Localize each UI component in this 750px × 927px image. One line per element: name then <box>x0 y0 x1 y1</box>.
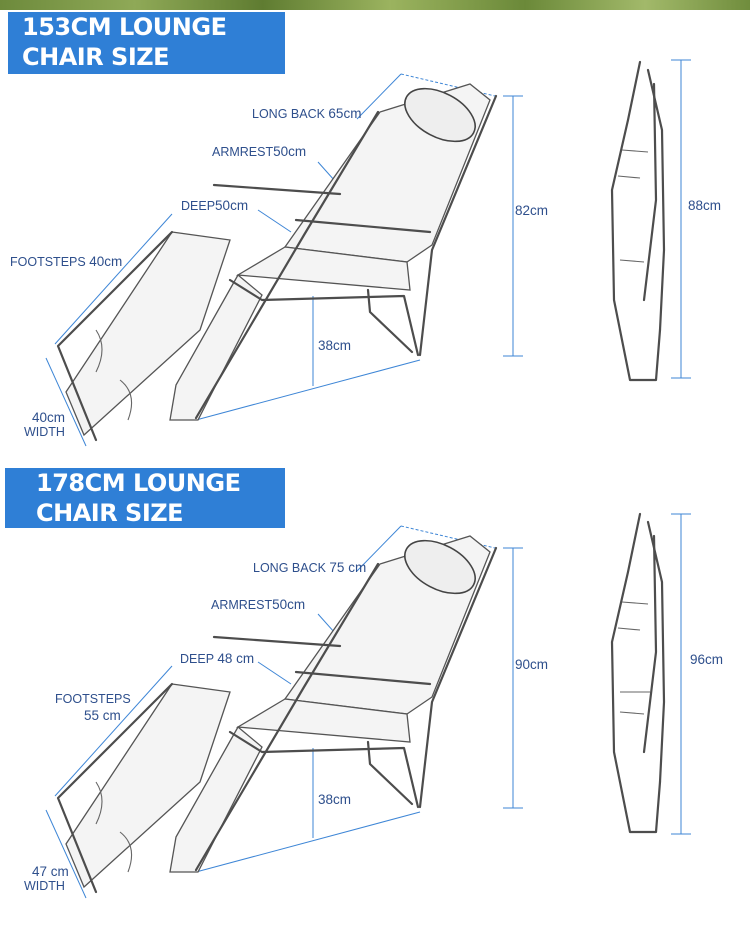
chair-seat <box>235 698 411 743</box>
banner-line-2: CHAIR SIZE <box>22 43 170 71</box>
seat-height-label: 38cm <box>318 792 352 807</box>
head-pillow-icon <box>404 539 476 595</box>
deep-label: DEEP50cm <box>181 198 249 213</box>
armrest-label: ARMREST50cm <box>212 144 307 159</box>
footsteps-dimension <box>54 213 173 345</box>
folded-height-label: 96cm <box>690 652 724 667</box>
chair-leg-rest <box>169 274 263 421</box>
ground-line <box>195 359 421 421</box>
width-label: WIDTH <box>24 425 65 439</box>
deep-label: DEEP 48 cm <box>180 651 255 666</box>
head-pillow-icon <box>404 87 476 143</box>
width-dimension <box>45 357 87 447</box>
width-value-label: 47 cm <box>32 864 69 879</box>
lounge-chair-folded-icon <box>610 59 691 382</box>
footsteps-value-label: 55 cm <box>84 708 121 723</box>
banner-line-2: CHAIR SIZE <box>36 499 184 527</box>
back-height-label: 82cm <box>515 203 549 218</box>
footsteps-dimension <box>54 665 173 797</box>
armrest-dimension <box>317 613 344 643</box>
width-value-label: 40cm <box>32 410 66 425</box>
chair-footrest <box>65 231 231 437</box>
long-back-dimension <box>356 73 402 120</box>
chair-leg-rest <box>169 726 263 873</box>
deep-dimension <box>257 209 292 233</box>
armrest-label: ARMREST50cm <box>211 597 306 612</box>
section-banner: 153CM LOUNGE CHAIR SIZE <box>8 12 285 74</box>
folded-height-label: 88cm <box>688 198 722 213</box>
long-back-label: LONG BACK 75 cm <box>253 560 367 575</box>
banner-line-1: 153CM LOUNGE <box>22 13 227 41</box>
long-back-label: LONG BACK 65cm <box>252 106 362 121</box>
banner-line-1: 178CM LOUNGE <box>36 469 241 497</box>
ground-line <box>195 811 421 873</box>
lounge-chair-unfolded-icon <box>45 59 691 447</box>
footsteps-label: FOOTSTEPS 40cm <box>10 254 123 269</box>
grass-strip <box>0 0 750 10</box>
footsteps-label: FOOTSTEPS <box>55 692 131 706</box>
section-banner: 178CM LOUNGE CHAIR SIZE <box>5 468 285 528</box>
seat-height-label: 38cm <box>318 338 352 353</box>
deep-dimension <box>257 661 292 685</box>
long-back-extension <box>400 525 496 549</box>
back-height-label: 90cm <box>515 657 549 672</box>
lounge-chair-folded-icon <box>610 512 691 835</box>
width-label: WIDTH <box>24 879 65 893</box>
chair-seat <box>235 246 411 291</box>
